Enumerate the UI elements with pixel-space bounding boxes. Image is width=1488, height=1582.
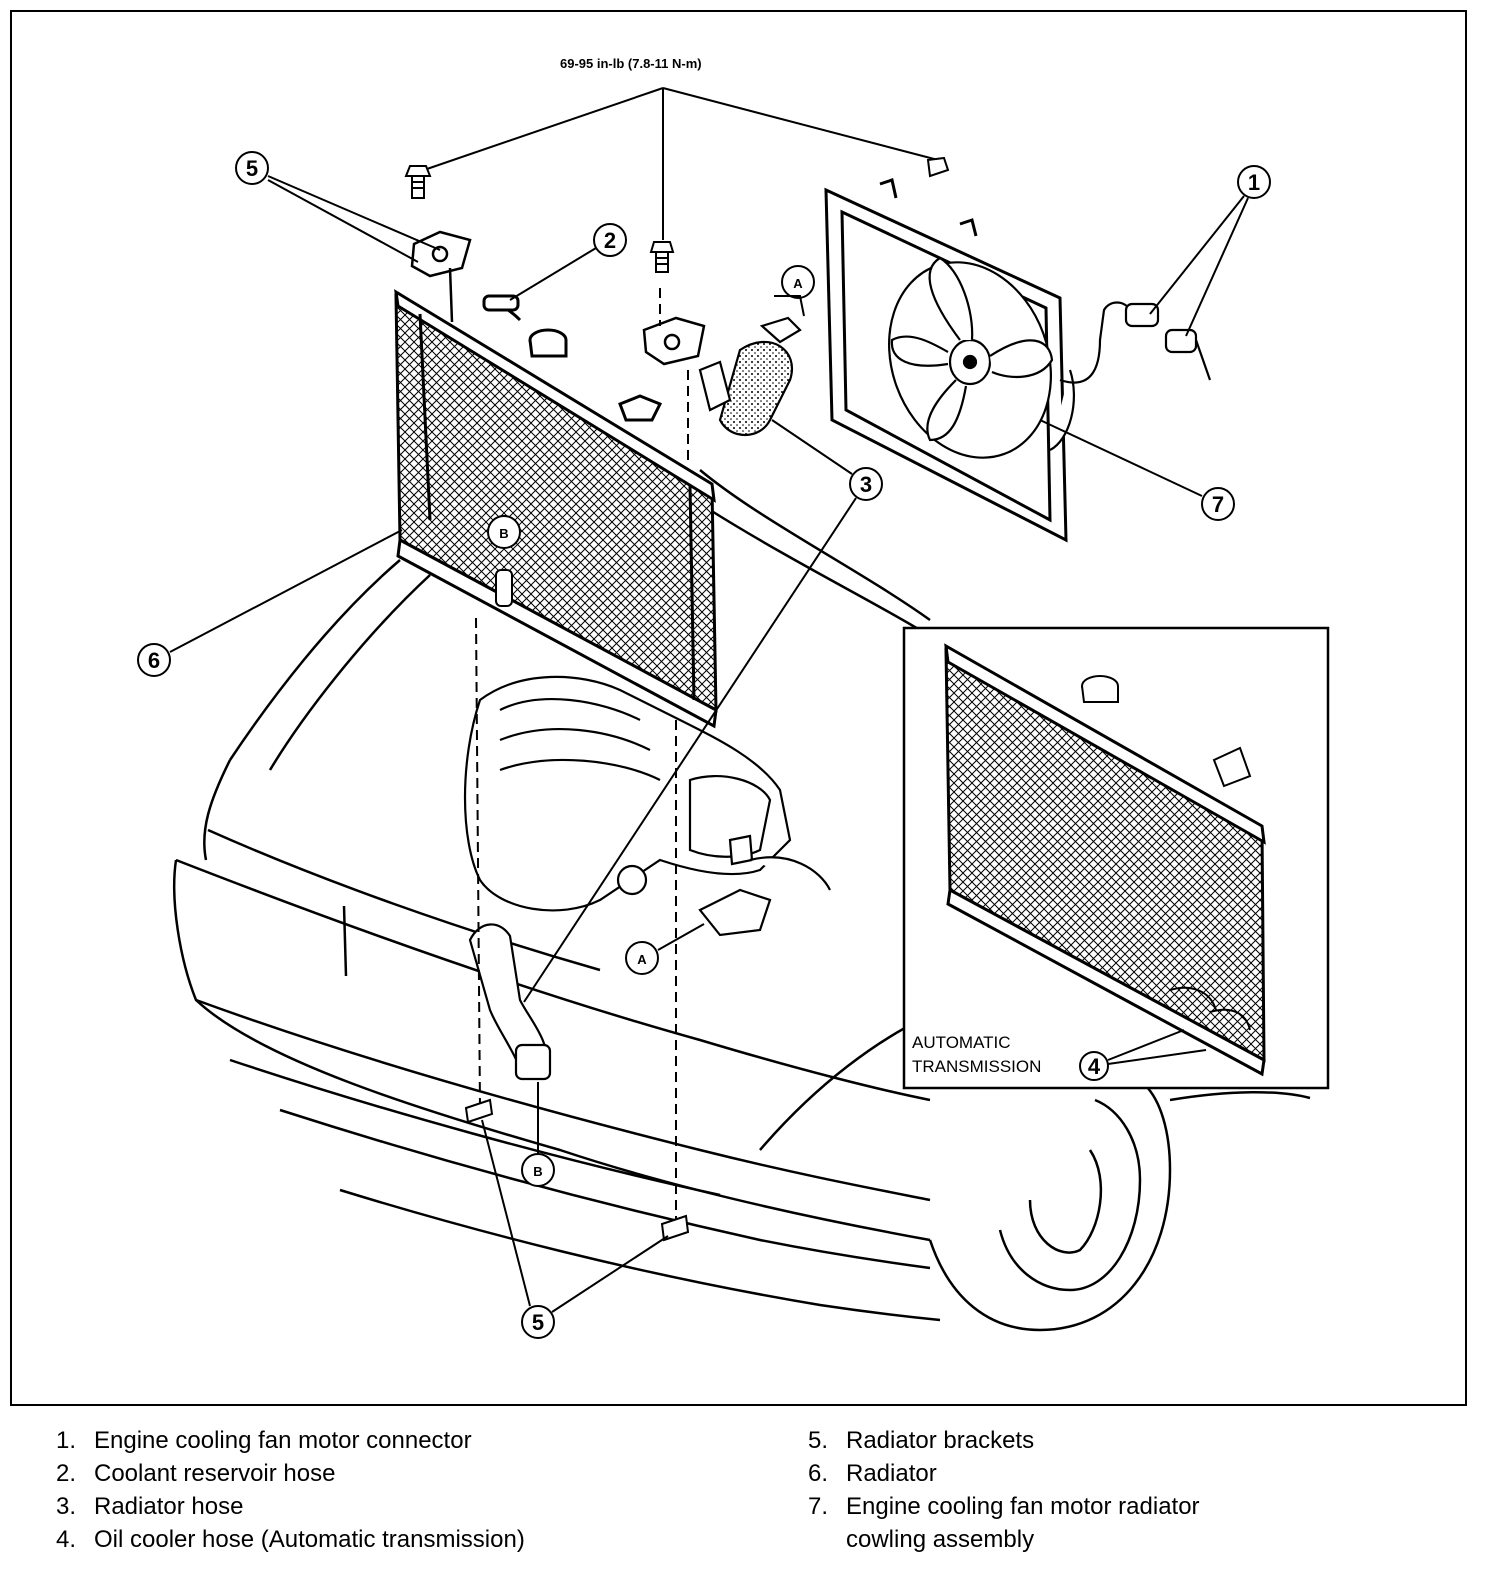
vehicle-front-body — [173, 469, 1311, 1332]
legend-item-number: 7. — [808, 1493, 829, 1520]
legend-item-number — [808, 1523, 846, 1556]
legend-item-number: 2. — [56, 1460, 77, 1487]
legend-item-text: Oil cooler hose (Automatic transmission) — [94, 1526, 525, 1553]
torque-leader-lines — [423, 87, 939, 240]
bracket-bolt-left — [404, 165, 432, 199]
legend-item-text: Radiator brackets — [846, 1427, 1035, 1454]
callout-5-bottom: 5 — [532, 1310, 544, 1335]
legend-item: 3. Radiator hose — [56, 1490, 525, 1523]
legend-item-number: 3. — [56, 1493, 77, 1520]
alignment-lines — [475, 288, 689, 1222]
legend-item-text: cowling assembly — [846, 1526, 1035, 1553]
callout-b-bottom: B — [533, 1164, 542, 1179]
inset-automatic-transmission: AUTOMATIC TRANSMISSION 4 — [902, 626, 1330, 1090]
shroud-bolt — [926, 156, 950, 178]
callout-6: 6 — [148, 648, 160, 673]
callout-1: 1 — [1248, 170, 1260, 195]
legend-item-text: Engine cooling fan motor connector — [94, 1427, 472, 1454]
callout-a-bottom: A — [637, 952, 647, 967]
upper-radiator-hose — [698, 316, 802, 436]
fan-motor-connector — [1059, 301, 1212, 384]
lower-bracket-marks — [464, 1098, 690, 1242]
radiator-bracket-center — [642, 316, 706, 366]
legend-item: cowling assembly — [808, 1523, 1200, 1556]
inset-label-line1: AUTOMATIC — [912, 1033, 1011, 1052]
lower-radiator-hose — [468, 923, 552, 1081]
callout-5-top: 5 — [246, 156, 258, 181]
legend-column-right: 5. Radiator brackets 6. Radiator 7. Engi… — [808, 1424, 1200, 1556]
legend-item: 5. Radiator brackets — [808, 1424, 1200, 1457]
callout-a-top: A — [793, 276, 803, 291]
bracket-bolt-center — [649, 241, 675, 273]
callout-5-top-circle — [235, 151, 269, 185]
legend-item-text: Coolant reservoir hose — [94, 1460, 336, 1487]
legend-item: 4. Oil cooler hose (Automatic transmissi… — [56, 1523, 525, 1556]
cooling-fan — [888, 256, 1075, 459]
legend-item-text: Radiator — [846, 1460, 937, 1487]
legend-item: 6. Radiator — [808, 1457, 1200, 1490]
diagram-frame — [10, 10, 1467, 1406]
callout-4: 4 — [1088, 1054, 1101, 1079]
callout-5-top-leaders — [267, 175, 441, 263]
legend-item-number: 6. — [808, 1460, 829, 1487]
legend-item: 7. Engine cooling fan motor radiator — [808, 1490, 1200, 1523]
callout-b-top: B — [499, 526, 508, 541]
engine-assembly — [463, 675, 831, 937]
callout-2: 2 — [604, 228, 616, 253]
legend-column-left: 1. Engine cooling fan motor connector 2.… — [56, 1424, 525, 1556]
legend-item-number: 4. — [56, 1526, 77, 1553]
torque-spec-label: 69-95 in-lb (7.8-11 N-m) — [560, 56, 702, 71]
legend-item: 2. Coolant reservoir hose — [56, 1457, 525, 1490]
legend-item-number: 1. — [56, 1427, 77, 1454]
legend-item-text: Radiator hose — [94, 1493, 244, 1520]
radiator-bracket-left — [410, 230, 472, 323]
inset-label-line2: TRANSMISSION — [912, 1057, 1041, 1076]
callout-7: 7 — [1212, 492, 1224, 517]
legend-item: 1. Engine cooling fan motor connector — [56, 1424, 525, 1457]
callout-3: 3 — [860, 472, 872, 497]
parts-legend: 1. Engine cooling fan motor connector 2.… — [0, 1424, 1488, 1574]
callouts: 1 2 3 6 7 5 A A B — [137, 165, 1271, 1339]
legend-item-number: 5. — [808, 1427, 829, 1454]
legend-item-text: Engine cooling fan motor radiator — [846, 1493, 1200, 1520]
